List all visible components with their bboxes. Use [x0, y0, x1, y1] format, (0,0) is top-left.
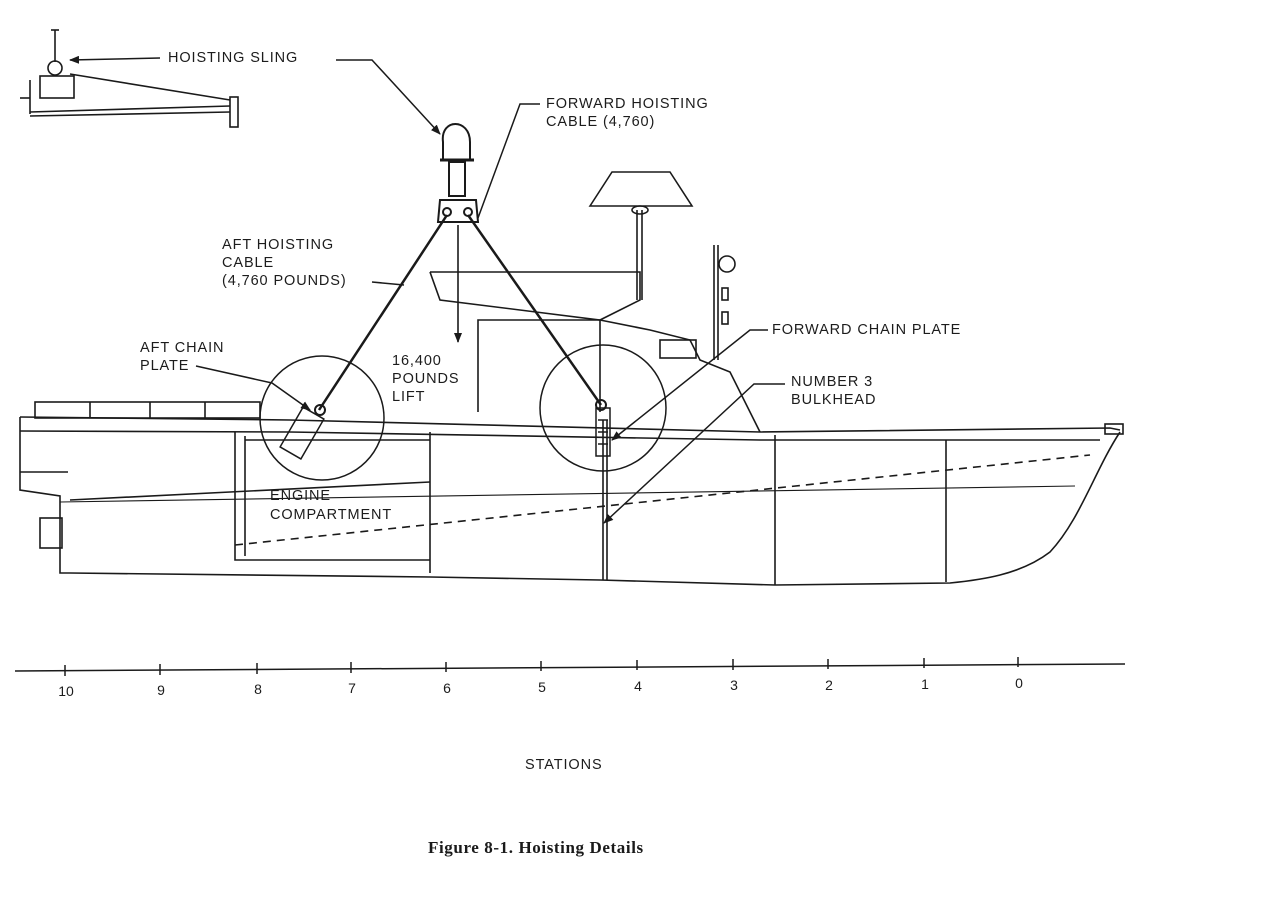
aft-hoisting-cable-label-line2: CABLE — [222, 255, 275, 271]
hoisting-rig — [314, 123, 607, 416]
station-tick-4: 4 — [634, 678, 642, 694]
forward-chain-plate-label: FORWARD CHAIN PLATE — [772, 322, 962, 338]
aft-chain-plate-label-line1: AFT CHAIN — [140, 340, 225, 356]
sling-inset — [20, 29, 239, 128]
station-tick-5: 5 — [538, 679, 546, 695]
forward-hoisting-cable-label-line2: CABLE (4,760) — [546, 114, 656, 130]
station-tick-1: 1 — [921, 676, 929, 692]
lift-label-line3: LIFT — [392, 389, 426, 405]
station-tick-10: 10 — [58, 683, 74, 699]
station-tick-2: 2 — [825, 677, 833, 693]
aft-chain-plate-label-line2: PLATE — [140, 358, 190, 374]
stations-title: STATIONS — [525, 757, 603, 773]
station-tick-8: 8 — [254, 681, 262, 697]
station-tick-0: 0 — [1015, 675, 1023, 691]
station-tick-9: 9 — [157, 682, 165, 698]
forward-hoisting-cable-label-line1: FORWARD HOISTING — [546, 96, 709, 112]
number-3-bulkhead-label-line1: NUMBER 3 — [791, 374, 874, 390]
aft-hoisting-cable-label-line1: AFT HOISTING — [222, 237, 335, 253]
hoisting-sling-label: HOISTING SLING — [168, 50, 299, 66]
boat-hull — [19, 171, 1124, 586]
aft-hoisting-cable-label-line3: (4,760 POUNDS) — [222, 273, 347, 289]
station-tick-6: 6 — [443, 680, 451, 696]
station-tick-7: 7 — [348, 680, 356, 696]
chain-plate-details — [259, 344, 667, 481]
number-3-bulkhead-label-line2: BULKHEAD — [791, 392, 877, 408]
lift-label-line2: POUNDS — [392, 371, 460, 387]
station-tick-3: 3 — [730, 677, 738, 693]
engine-compartment-label-line2: COMPARTMENT — [270, 507, 393, 523]
lift-label-line1: 16,400 — [392, 353, 442, 369]
leader-lines — [69, 55, 785, 524]
stations-scale — [14, 657, 1126, 676]
engine-compartment-label-line1: ENGINE — [270, 488, 331, 504]
figure-caption: Figure 8-1. Hoisting Details — [428, 838, 644, 857]
